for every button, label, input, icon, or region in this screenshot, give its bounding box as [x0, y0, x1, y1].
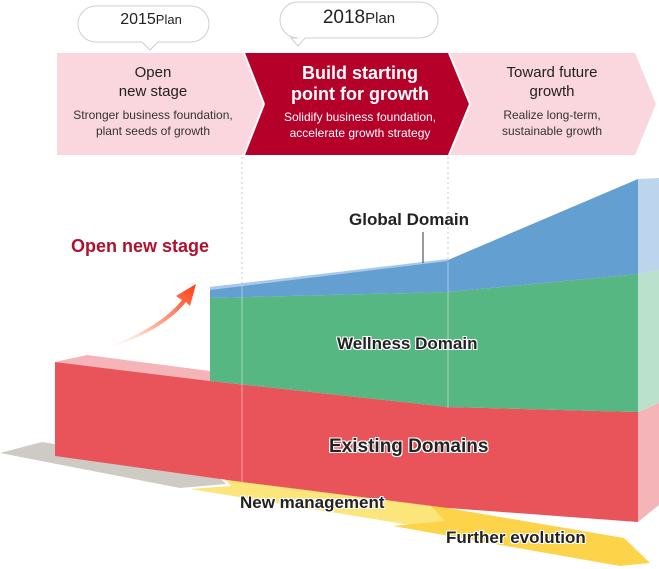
stage-desc-line: Solidify business foundation, — [283, 110, 437, 124]
stage-title: Build starting point for growth — [262, 63, 458, 105]
plan-label-2018: 2018Plan — [296, 7, 422, 29]
stage-desc-line: Stronger business foundation, — [73, 108, 233, 122]
stage-title-line: Build starting — [302, 63, 418, 83]
further-evolution-label: Further evolution — [446, 528, 586, 547]
timeline-arrow-new-management — [190, 470, 453, 525]
global-domain-label: Global Domain — [349, 210, 469, 229]
existing-domain-side — [638, 403, 659, 522]
stage-description: Solidify business foundation, accelerate… — [262, 109, 458, 141]
global-domain-side — [638, 178, 659, 274]
stage-description: Stronger business foundation, plant seed… — [60, 107, 246, 139]
plan-suffix: Plan — [365, 10, 396, 27]
new-management-label: New management — [240, 493, 385, 512]
stage-chevron-build-starting-point — [244, 53, 470, 155]
stage-title-line: point for growth — [291, 84, 429, 104]
plan-year: 2018 — [322, 7, 366, 28]
stage-title-line: Toward future — [506, 64, 598, 81]
stage-open-new-stage: Open new stage Stronger business foundat… — [60, 63, 246, 139]
stage-title: Open new stage — [60, 63, 246, 101]
stage-desc-line: Realize long-term, — [503, 108, 601, 122]
plan-year: 2015 — [120, 11, 156, 28]
plan-suffix: Plan — [155, 12, 182, 27]
global-domain-area — [210, 179, 638, 298]
rising-arrow-icon — [100, 284, 196, 350]
wellness-domain-label: Wellness Domain — [337, 334, 478, 353]
stage-desc-line: sustainable growth — [501, 124, 603, 138]
open-new-stage-callout: Open new stage — [71, 236, 210, 256]
stage-chevron-toward-future — [449, 53, 656, 155]
stage-chevron-open-new-stage — [57, 53, 264, 155]
stage-title-line: growth — [529, 83, 575, 100]
plan-bubble-2018 — [279, 1, 439, 47]
stage-title-line: Open — [134, 64, 172, 81]
stage-description: Realize long-term, sustainable growth — [466, 107, 638, 139]
stage-title-line: new stage — [118, 83, 188, 100]
stage-desc-line: plant seeds of growth — [95, 124, 211, 138]
existing-domain-top — [55, 355, 210, 381]
stage-title: Toward future growth — [466, 63, 638, 101]
wellness-domain-side — [638, 270, 659, 412]
stage-desc-line: accelerate growth strategy — [289, 126, 431, 140]
existing-domain-area — [55, 362, 638, 522]
timeline-arrow-further-evolution — [393, 505, 650, 566]
stage-toward-future-growth: Toward future growth Realize long-term, … — [466, 63, 638, 139]
global-domain-top-edge — [210, 259, 448, 290]
plan-bubble-2015 — [77, 5, 210, 51]
existing-domains-label: Existing Domains — [329, 436, 489, 457]
wellness-domain-area — [210, 274, 638, 412]
plan-label-2015: 2015Plan — [96, 11, 206, 29]
stage-build-starting-point: Build starting point for growth Solidify… — [262, 63, 458, 141]
